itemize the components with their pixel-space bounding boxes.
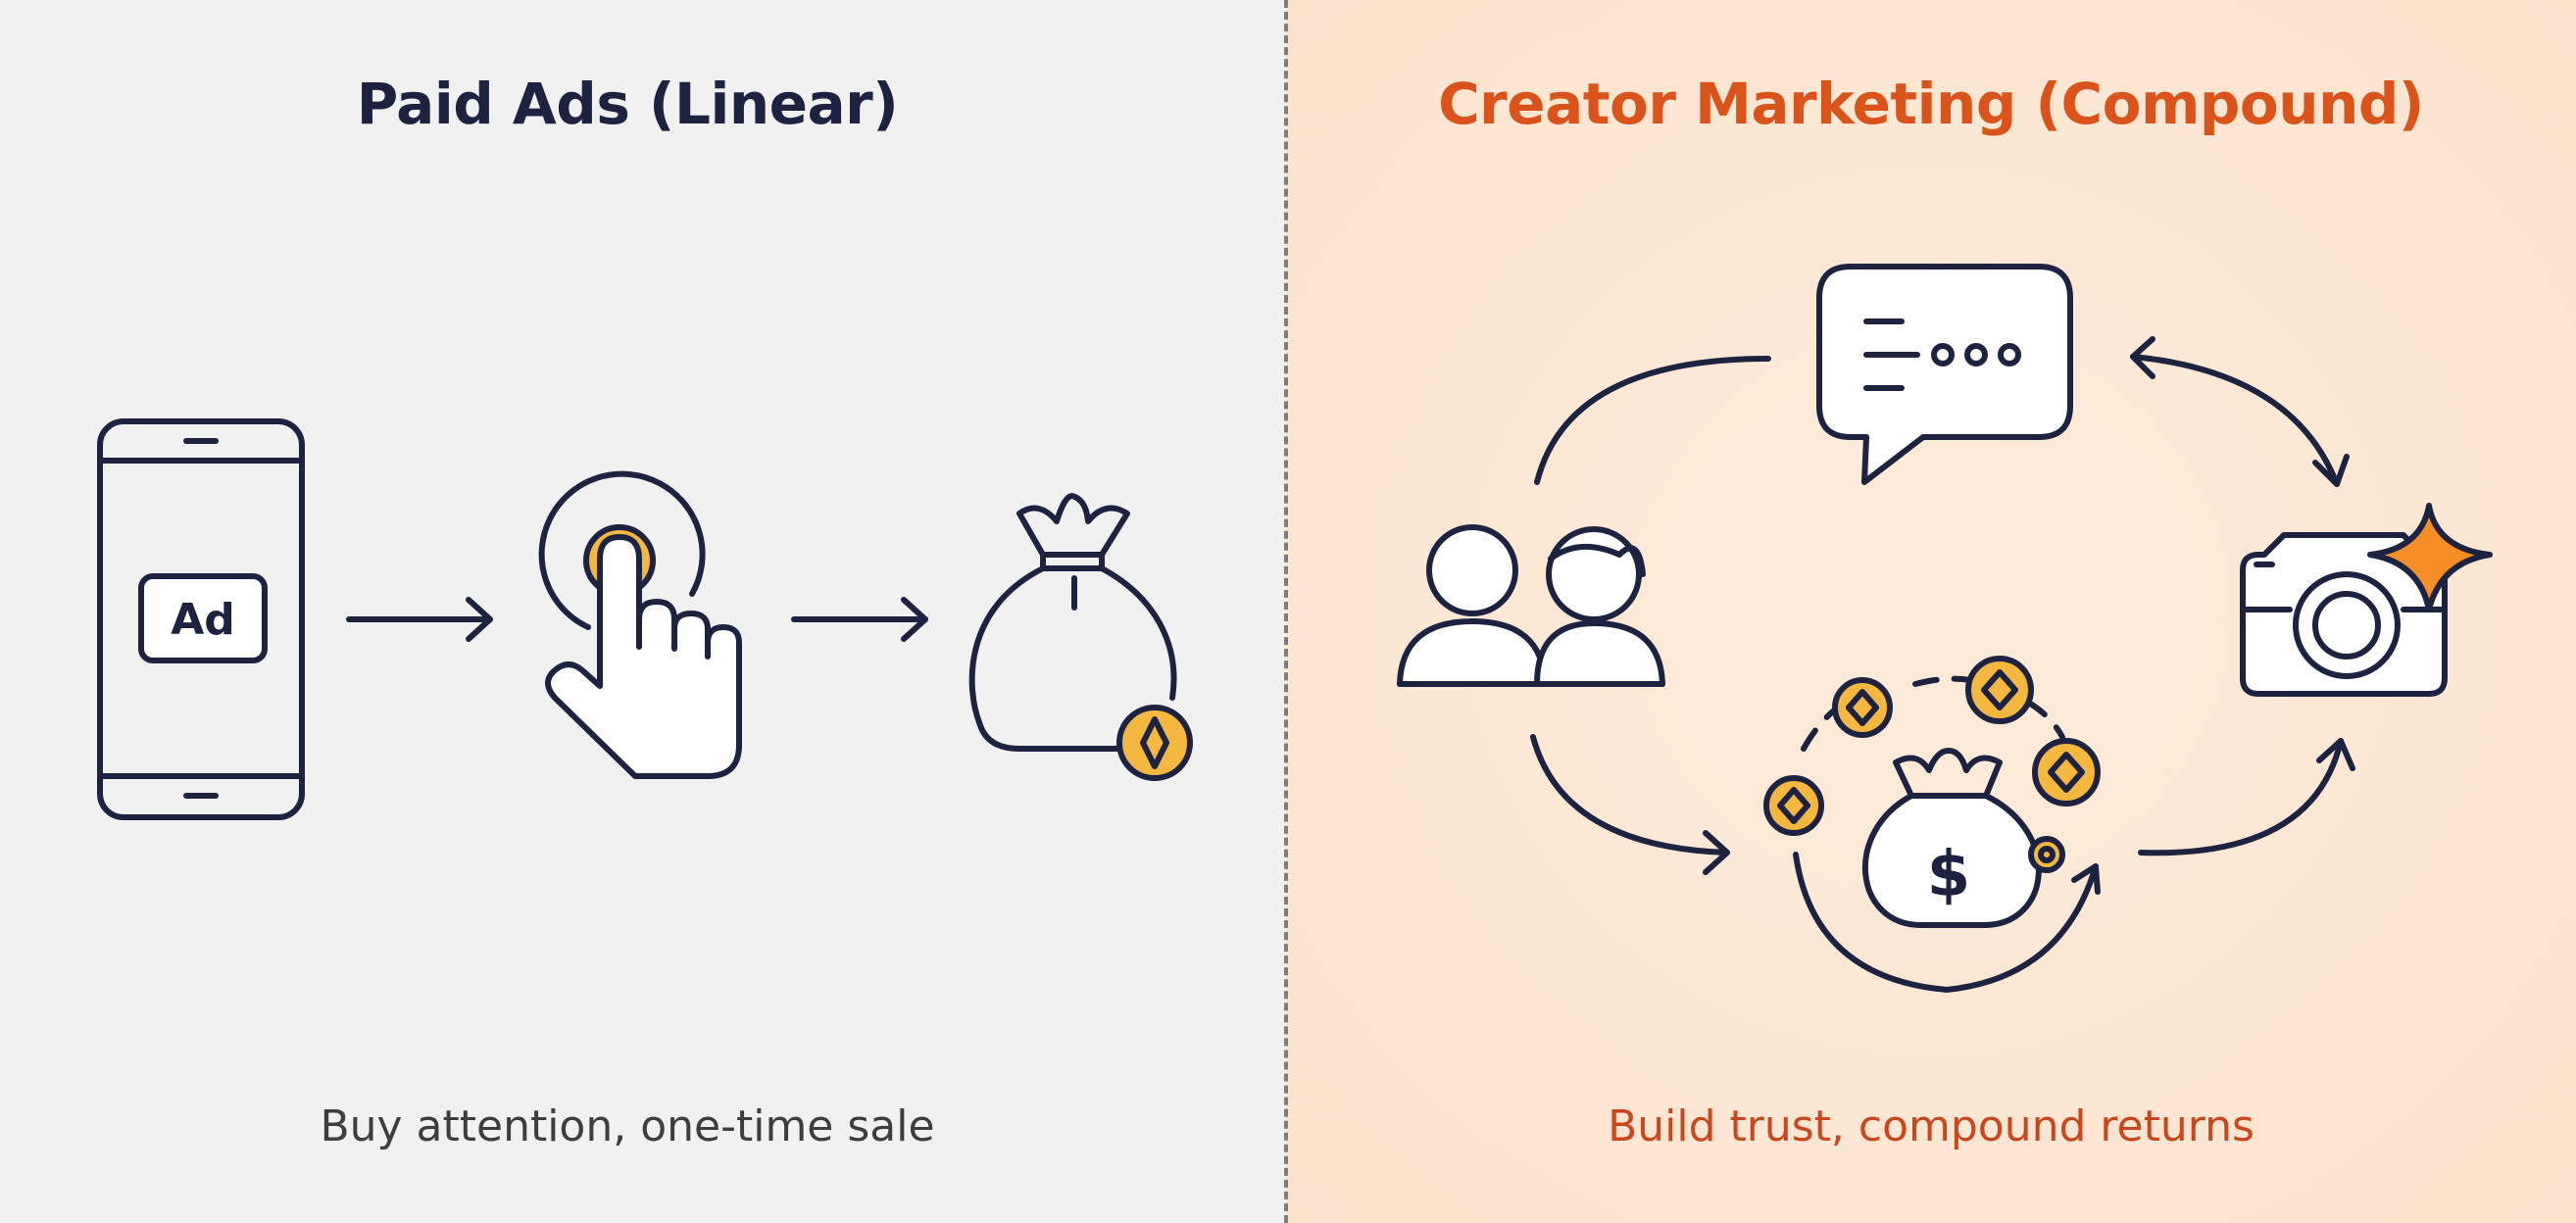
chat-bubble-icon [1816,264,2073,485]
cycle-arrow [2138,738,2355,856]
creator-marketing-caption: Build trust, compound returns [1608,1101,2254,1151]
phone-ad-icon: Ad [97,418,305,820]
creator-marketing-title: Creator Marketing (Compound) [1438,71,2424,137]
ad-label: Ad [171,595,235,645]
people-icon [1397,524,1665,687]
paid-ads-title: Paid Ads (Linear) [356,71,899,137]
panel-divider [1284,0,1288,1223]
camera-sparkle-icon [2240,503,2493,697]
money-bag-coins-icon: $ [1763,656,2101,993]
arrow-icon [791,597,928,642]
svg-text:$: $ [1927,839,1971,911]
cycle-arrow [2130,336,2350,487]
tap-hand-icon [538,470,742,779]
cycle-arrow [1530,734,1730,875]
cycle-arrow [1534,356,1771,485]
paid-ads-caption: Buy attention, one-time sale [320,1101,935,1151]
arrow-icon [346,597,493,642]
money-bag-icon [968,493,1193,781]
